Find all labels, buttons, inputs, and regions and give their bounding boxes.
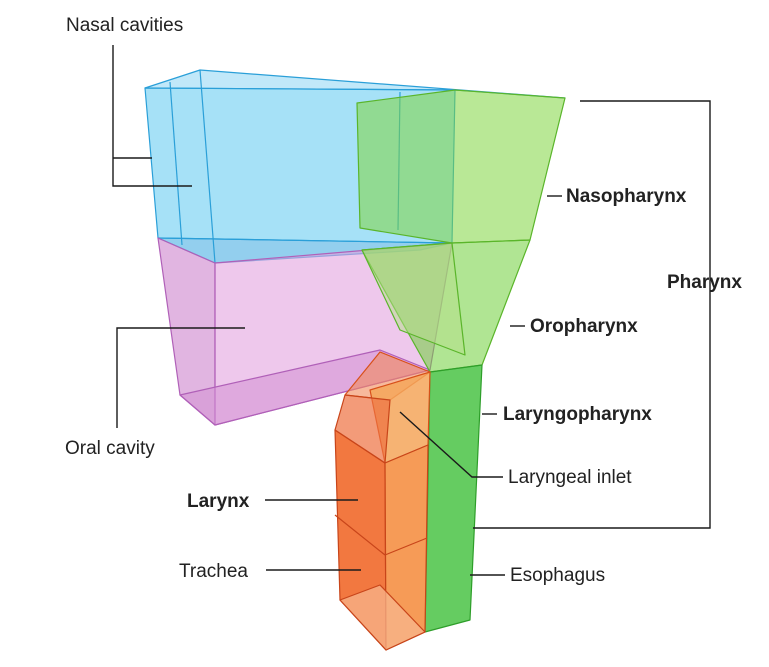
trachea-ring-1 bbox=[334, 514, 386, 556]
label-nasopharynx: Nasopharynx bbox=[566, 186, 687, 207]
labels: Nasal cavities Oral cavity Larynx Trache… bbox=[65, 15, 742, 586]
oral-cavity-leader bbox=[116, 327, 245, 428]
label-laryngopharynx: Laryngopharynx bbox=[503, 404, 652, 425]
laryngeal-inlet-leader bbox=[399, 411, 503, 478]
trachea-bottom-face bbox=[339, 584, 426, 651]
label-esophagus: Esophagus bbox=[510, 565, 605, 586]
oropharynx-inner bbox=[361, 242, 466, 356]
laryngopharynx-shape bbox=[424, 364, 483, 633]
larynx-trachea-region bbox=[334, 351, 431, 651]
label-pharynx: Pharynx bbox=[667, 272, 742, 293]
trachea-ring-2 bbox=[384, 537, 428, 556]
pharynx-region bbox=[356, 89, 566, 633]
label-oropharynx: Oropharynx bbox=[530, 316, 638, 337]
nasal-divider-1 bbox=[169, 81, 183, 246]
label-oral-cavity: Oral cavity bbox=[65, 438, 155, 459]
nasopharynx-shape bbox=[356, 89, 566, 244]
nasal-cavities-leader bbox=[112, 45, 192, 187]
label-laryngeal-inlet: Laryngeal inlet bbox=[508, 467, 632, 488]
larynx-upper-face bbox=[334, 394, 391, 464]
label-larynx: Larynx bbox=[187, 491, 250, 512]
label-trachea: Trachea bbox=[179, 561, 248, 582]
nasal-divider-2 bbox=[199, 69, 216, 264]
label-nasal-cavities: Nasal cavities bbox=[66, 15, 183, 36]
leader-lines bbox=[112, 45, 711, 576]
pharynx-bracket bbox=[473, 100, 711, 529]
